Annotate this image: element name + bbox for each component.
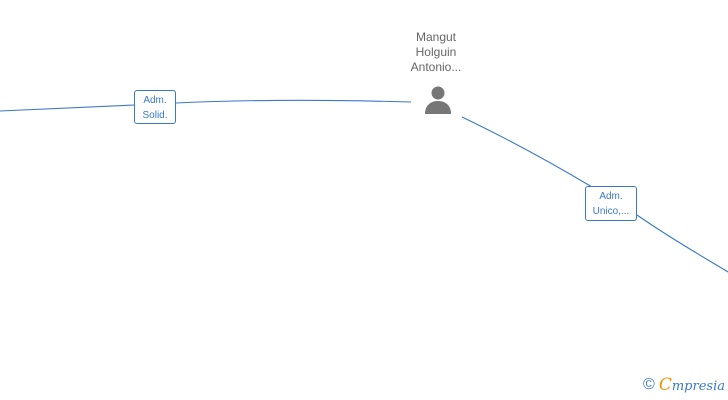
edge-left-to-person <box>175 99 412 104</box>
person-icon[interactable] <box>423 85 453 115</box>
relation-label-line-2: Unico,... <box>592 206 630 217</box>
person-name-line-2: Holguin <box>415 45 457 59</box>
relation-label-line-1: Adm. <box>599 191 623 202</box>
relation-label-unico[interactable]: Adm. Unico,... <box>585 186 637 221</box>
relation-label-line-1: Adm. <box>143 95 167 106</box>
brand-logo-initial: C <box>658 375 672 395</box>
brand-logo[interactable]: Cmpresia <box>659 375 725 395</box>
edge-right <box>636 214 728 273</box>
person-name-line-3: Antonio... <box>410 60 462 74</box>
brand-logo-text: mpresia <box>671 379 725 394</box>
relation-label-line-2: Solid. <box>142 110 168 121</box>
edge-left <box>0 104 136 112</box>
edge-person-to-role-2 <box>461 116 593 188</box>
person-name-line-1: Mangut <box>415 30 457 44</box>
relation-label-solid[interactable]: Adm. Solid. <box>134 90 176 124</box>
footer-brand: © Cmpresia <box>643 375 725 395</box>
person-name[interactable]: Mangut Holguin Antonio... <box>386 30 486 75</box>
copyright-icon: © <box>643 376 655 393</box>
